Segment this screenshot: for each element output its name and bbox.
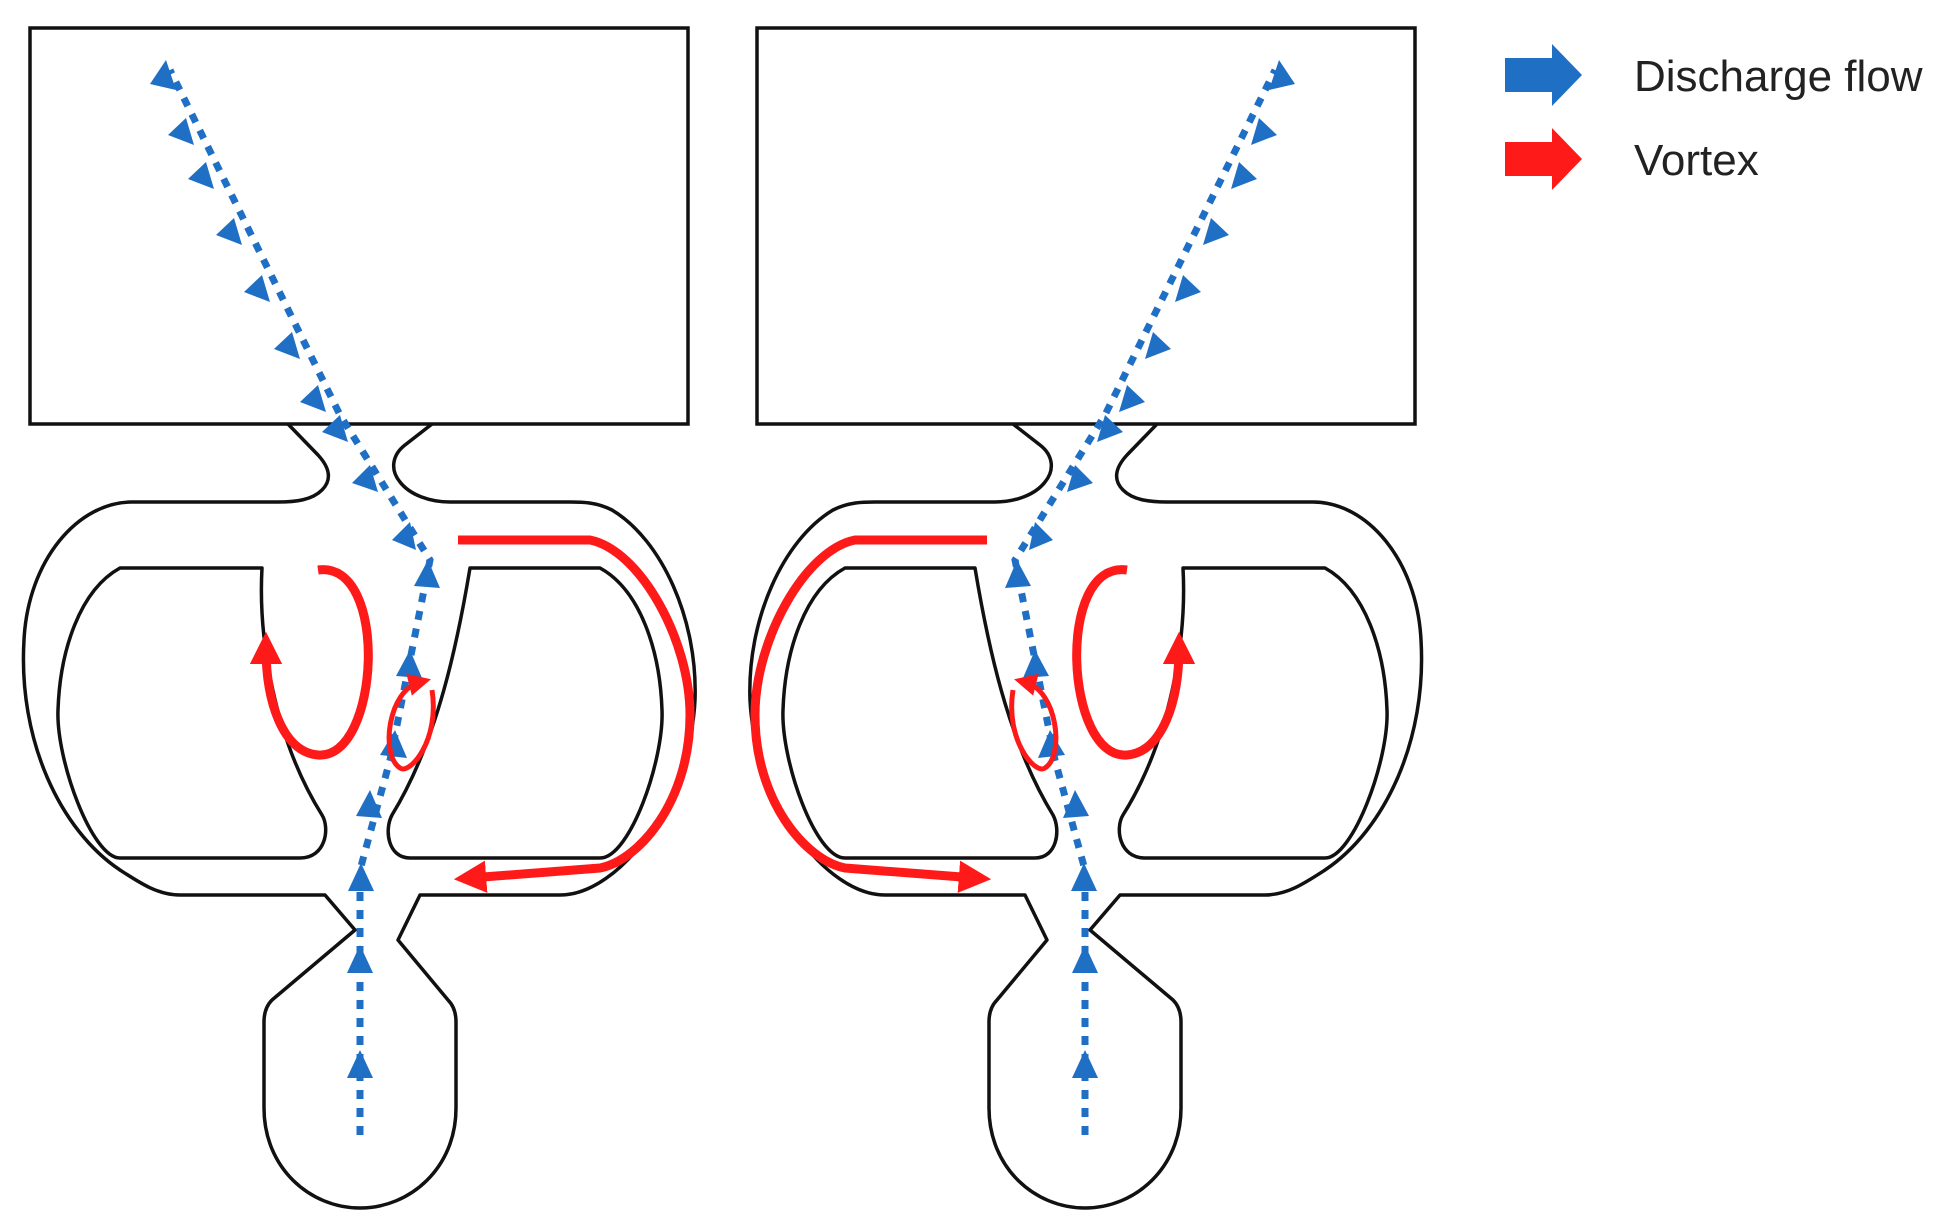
left-oscillator-outline <box>21 26 697 1210</box>
vortex-arrow-icon <box>1505 128 1582 190</box>
legend-label-vortex: Vortex <box>1634 136 1759 185</box>
discharge-arrow-icon <box>1505 44 1582 106</box>
right-discharge-flow <box>1005 60 1295 1135</box>
right-oscillator-outline <box>748 26 1424 1210</box>
left-discharge-flow <box>150 60 440 1135</box>
left-vortex <box>249 535 695 893</box>
legend-item-discharge: Discharge flow <box>1505 44 1923 106</box>
right-panel <box>748 26 1424 1210</box>
legend-label-discharge: Discharge flow <box>1634 52 1923 101</box>
legend: Discharge flow Vortex <box>1505 44 1923 190</box>
right-vortex <box>750 535 1196 893</box>
legend-item-vortex: Vortex <box>1505 128 1759 190</box>
left-panel <box>21 26 697 1210</box>
